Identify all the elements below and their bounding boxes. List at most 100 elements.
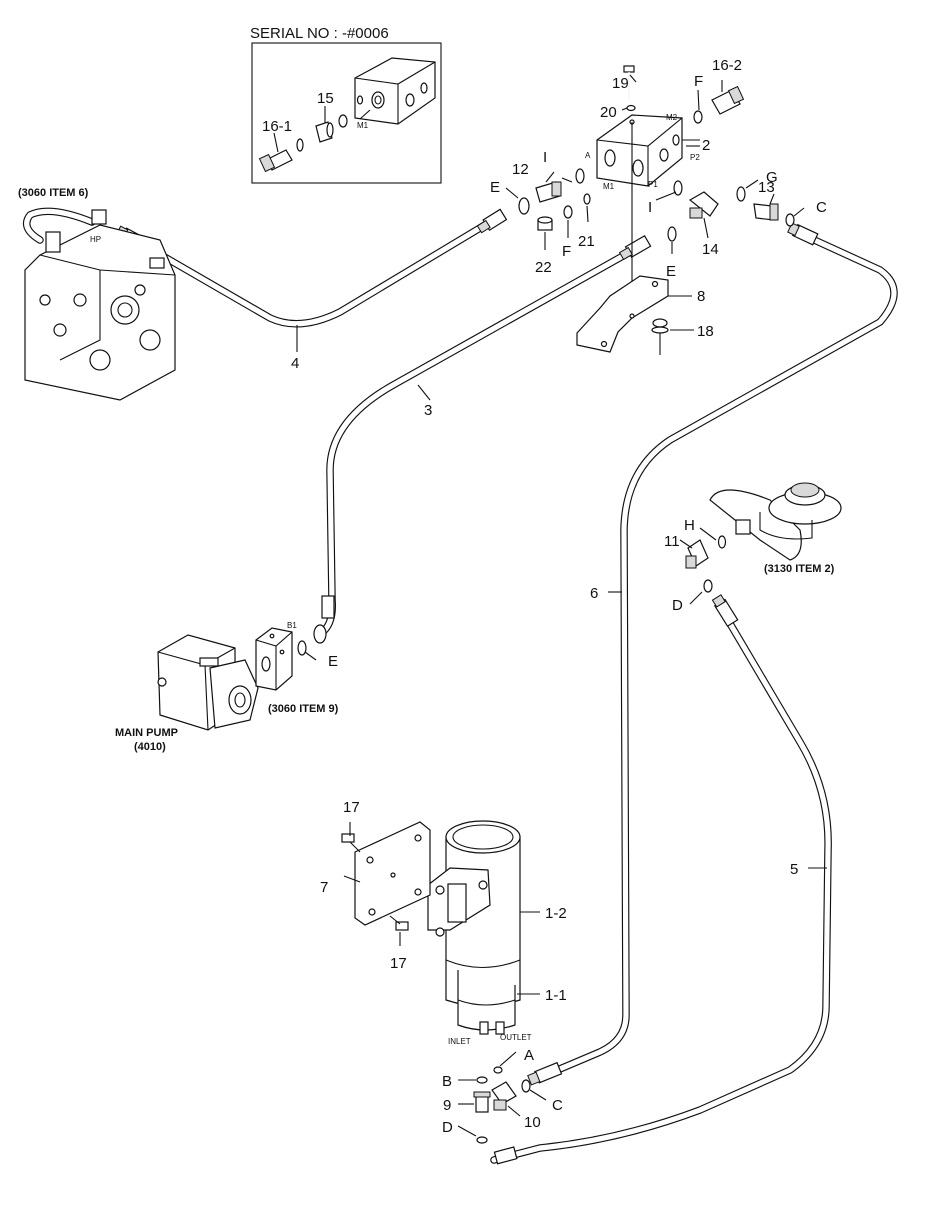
bolt-17-top (341, 833, 361, 853)
fitting-12 (535, 181, 562, 203)
inset-fitting-16-1 (258, 149, 293, 173)
o-ring-b (476, 1076, 488, 1084)
callout-9: 9 (443, 1097, 451, 1114)
main-pump (157, 634, 259, 731)
callout-8: 8 (697, 288, 705, 305)
port-hp: HP (90, 235, 101, 244)
port-m2: M2 (666, 113, 678, 122)
seal-f-mid: F (562, 243, 571, 260)
seal-i-right: I (648, 199, 652, 216)
motor-assembly-1 (427, 820, 521, 1035)
o-rings-upper (518, 110, 795, 242)
callout-2: 2 (702, 137, 710, 154)
inset-seal (338, 114, 348, 128)
inset-oring (296, 138, 304, 152)
inset-valve-block (354, 57, 436, 125)
inset-plug-15 (315, 121, 334, 143)
flange-block-3060-9 (255, 627, 293, 691)
o-ring-h (717, 535, 727, 549)
callout-19: 19 (612, 75, 629, 92)
pump-assembly-3060 (24, 209, 176, 401)
callout-17-top: 17 (343, 799, 360, 816)
seal-c-bottom: C (552, 1097, 563, 1114)
plate-7 (354, 821, 431, 926)
callout-6: 6 (590, 585, 598, 602)
port-m1: M1 (603, 182, 615, 191)
seal-b: B (442, 1073, 452, 1090)
serial-inset: SERIAL NO : -#0006 16-1 15 M1 (250, 25, 442, 184)
port-p1: P1 (648, 180, 658, 189)
hose-3 (316, 248, 634, 638)
callout-22: 22 (535, 259, 552, 276)
fitting-14 (688, 191, 719, 219)
fitting-10 (491, 1081, 517, 1111)
seal-a-bottom: A (524, 1047, 534, 1064)
seal-d-mid: D (672, 597, 683, 614)
washer-20 (626, 104, 636, 112)
hose-4 (138, 218, 494, 328)
seal-g: G (766, 169, 778, 186)
callout-18: 18 (697, 323, 714, 340)
inset-label-15: 15 (317, 90, 334, 107)
o-ring-c-bottom (521, 1079, 531, 1093)
callout-14: 14 (702, 241, 719, 258)
callout-17-bottom: 17 (390, 955, 407, 972)
port-b1: B1 (287, 621, 297, 630)
bracket-8 (576, 275, 669, 353)
callout-5: 5 (790, 861, 798, 878)
hose-hp-loop (22, 207, 96, 244)
callout-7: 7 (320, 879, 328, 896)
o-ring-a-bottom (493, 1066, 503, 1074)
bolt-18 (651, 318, 669, 355)
fitting-11 (685, 539, 709, 569)
callout-1-2: 1-2 (545, 905, 567, 922)
callout-16-2: 16-2 (712, 57, 742, 74)
seal-e-top: E (490, 179, 500, 196)
callout-1-1: 1-1 (545, 987, 567, 1004)
callout-21: 21 (578, 233, 595, 250)
port-labels: HP B1 A M1 M2 P1 P2 INLET OUTLET (90, 113, 700, 1046)
ref-3060-item-6: (3060 ITEM 6) (18, 187, 89, 199)
seal-c-top: C (816, 199, 827, 216)
port-outlet: OUTLET (500, 1033, 532, 1042)
bolt-17-bottom (389, 915, 409, 931)
callout-3: 3 (424, 402, 432, 419)
callout-13: 13 (758, 179, 775, 196)
port-a: A (585, 151, 591, 160)
inset-label-m1: M1 (357, 121, 369, 130)
component-3130-2 (709, 482, 842, 561)
plug-22 (537, 216, 553, 231)
inset-label-16-1: 16-1 (262, 118, 292, 135)
reference-labels: (3060 ITEM 6) (3060 ITEM 9) (3130 ITEM 2… (18, 187, 835, 753)
fitting-13 (753, 203, 779, 221)
main-pump-ref: (4010) (134, 741, 166, 753)
bolt-19 (623, 65, 635, 300)
seal-f-top: F (694, 73, 703, 90)
port-p2: P2 (690, 153, 700, 162)
hose-fittings (115, 208, 819, 1165)
leader-lines (296, 74, 827, 1137)
port-inlet: INLET (448, 1037, 471, 1046)
seal-e-bottom: E (328, 653, 338, 670)
o-ring-d-bottom (476, 1136, 488, 1144)
main-pump-label: MAIN PUMP (115, 727, 178, 739)
o-ring-e-b1 (297, 640, 307, 656)
o-ring-d-mid (703, 579, 713, 593)
fitting-9 (473, 1091, 491, 1113)
hose-6 (544, 234, 898, 1078)
hose-5 (490, 606, 832, 1164)
seal-h: H (684, 517, 695, 534)
part-callouts: 19 20 16-2 2 12 21 22 13 14 8 18 4 3 6 5… (291, 57, 798, 1131)
fitting-16-2 (711, 85, 745, 115)
valve-block-2 (596, 114, 700, 187)
callout-10: 10 (524, 1114, 541, 1131)
inset-title: SERIAL NO : -#0006 (250, 25, 389, 42)
callout-12: 12 (512, 161, 529, 178)
ref-3060-item-9: (3060 ITEM 9) (268, 703, 339, 715)
seal-d-bottom: D (442, 1119, 453, 1136)
seal-i-left: I (543, 149, 547, 166)
callout-4: 4 (291, 355, 299, 372)
seal-e-mid: E (666, 263, 676, 280)
